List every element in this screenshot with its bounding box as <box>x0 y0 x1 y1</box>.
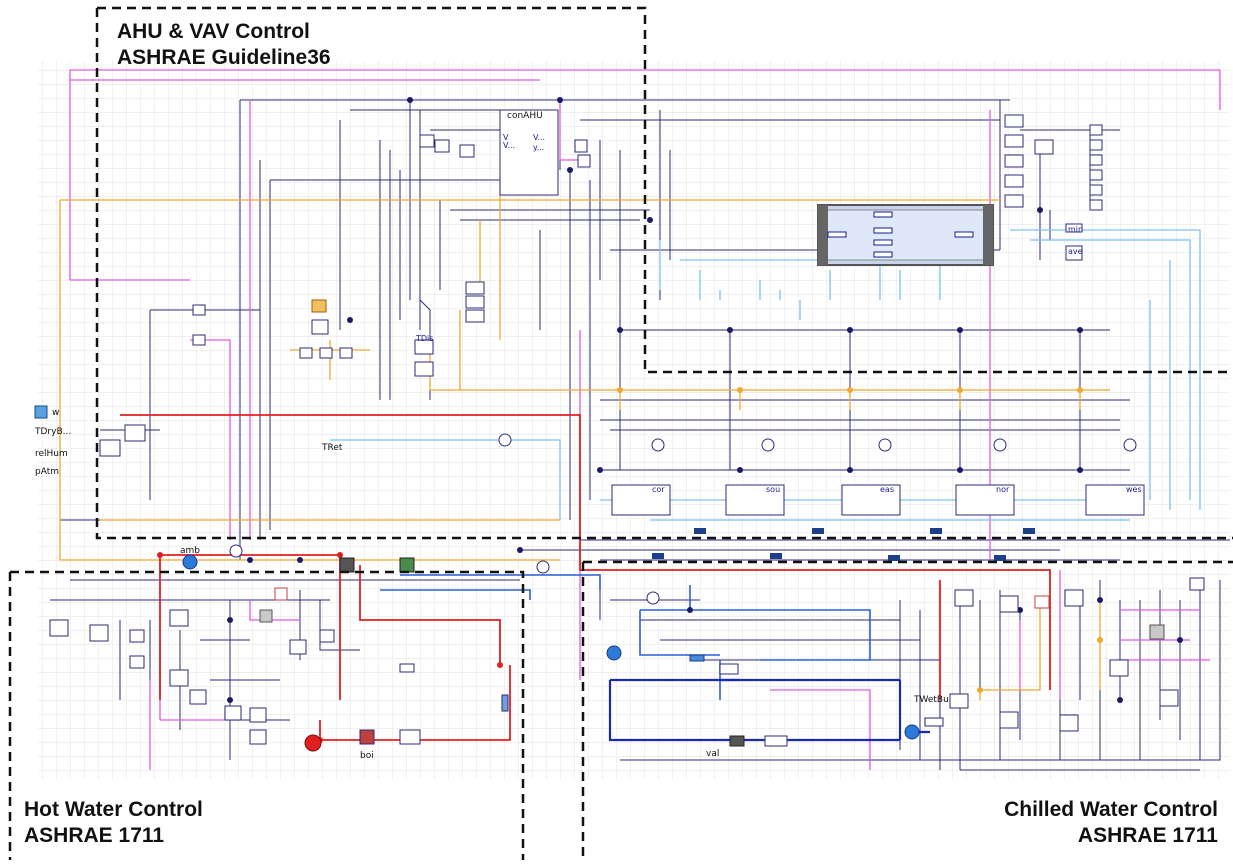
hot-water-title-line2: ASHRAE 1711 <box>24 823 203 849</box>
boiler-label: boi <box>360 751 374 761</box>
twetbu-label: TWetBu <box>913 695 949 705</box>
vav-terminal-wes[interactable]: wes <box>1086 485 1144 515</box>
amb-label: amb <box>180 546 200 556</box>
ahu-title-line1: AHU & VAV Control <box>117 19 331 45</box>
vav-terminal-sou[interactable]: sou <box>726 485 784 515</box>
weather-w-label: w <box>52 408 59 418</box>
vav-nor-label: nor <box>996 485 1010 494</box>
tdis-label: TDis <box>415 334 433 343</box>
vav-sou-label: sou <box>766 485 780 494</box>
ahu-region-title: AHU & VAV Control ASHRAE Guideline36 <box>117 19 331 71</box>
weather-tdry-label: TDryB... <box>34 427 71 437</box>
min-label: min <box>1068 225 1083 234</box>
vav-cor-label: cor <box>652 485 665 494</box>
ahu-controller-block[interactable]: conAHU V... y... VV... <box>500 110 558 195</box>
vav-terminal-cor[interactable]: cor <box>612 485 670 515</box>
chilled-water-region-title: Chilled Water Control ASHRAE 1711 <box>1004 797 1218 849</box>
table-icon <box>312 300 326 312</box>
weather-relhum-label: relHum <box>35 449 68 459</box>
vav-eas-label: eas <box>880 485 894 494</box>
valve-label: val <box>706 749 719 759</box>
controller-output-y: y... <box>533 143 544 152</box>
chilled-water-title-line1: Chilled Water Control <box>1004 797 1218 823</box>
hot-water-title-line1: Hot Water Control <box>24 797 203 823</box>
svg-text:V...: V... <box>503 141 515 150</box>
ave-label: ave <box>1068 247 1083 256</box>
vav-wes-label: wes <box>1126 485 1142 494</box>
ahu-title-line2: ASHRAE Guideline36 <box>117 45 331 71</box>
hot-water-region-title: Hot Water Control ASHRAE 1711 <box>24 797 203 849</box>
chilled-water-title-line2: ASHRAE 1711 <box>1004 823 1218 849</box>
air-handler-block[interactable] <box>818 205 993 265</box>
vav-terminal-nor[interactable]: nor <box>956 485 1014 515</box>
vav-terminal-eas[interactable]: eas <box>842 485 900 515</box>
controller-label: conAHU <box>507 111 543 121</box>
controller-output-v: V... <box>533 133 545 142</box>
tret-label: TRet <box>321 443 343 453</box>
weather-patm-label: pAtm <box>35 467 59 477</box>
